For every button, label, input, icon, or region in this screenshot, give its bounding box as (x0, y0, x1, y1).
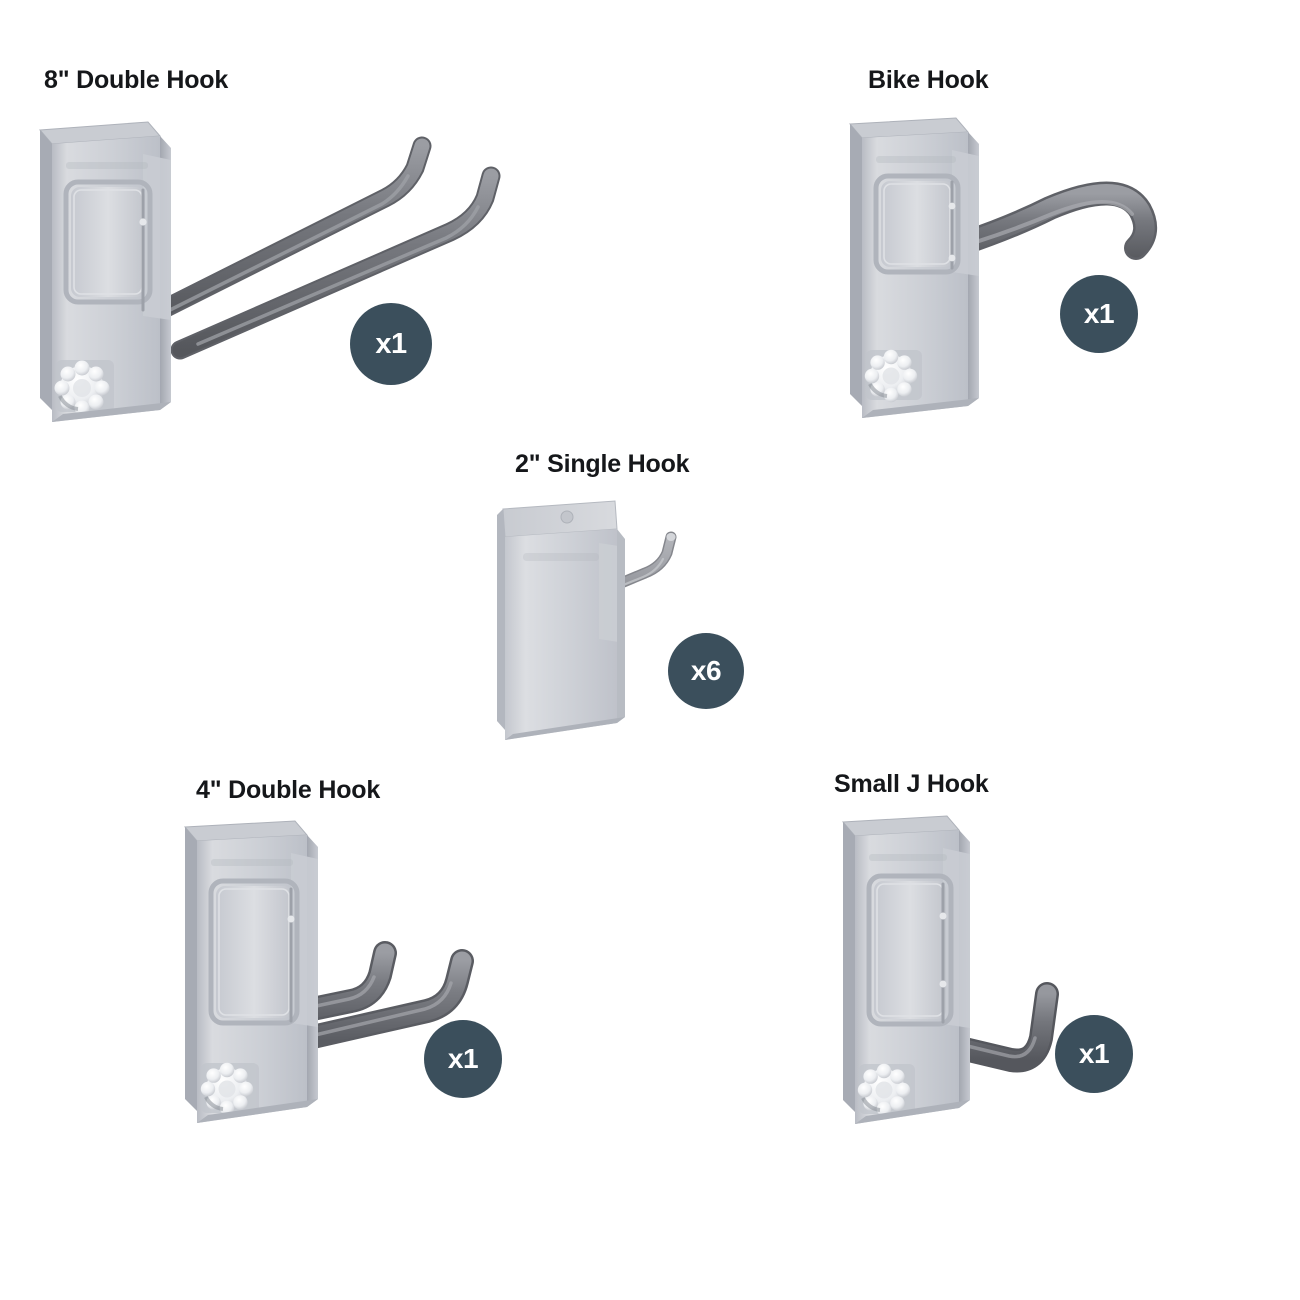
product-title-double-hook-8in: 8" Double Hook (44, 66, 229, 94)
quantity-badge-single-hook-2in: x6 (668, 633, 744, 709)
product-bike-hook: Bike Hook (820, 0, 1220, 460)
product-title-small-j-hook: Small J Hook (834, 770, 989, 798)
product-title-single-hook-2in: 2" Single Hook (515, 450, 690, 478)
product-title-double-hook-4in: 4" Double Hook (196, 776, 381, 804)
quantity-badge-double-hook-8in: x1 (350, 303, 432, 385)
quantity-badge-small-j-hook: x1 (1055, 1015, 1133, 1093)
product-title-bike-hook: Bike Hook (868, 66, 989, 94)
quantity-badge-bike-hook: x1 (1060, 275, 1138, 353)
quantity-badge-label: x1 (1078, 1038, 1110, 1069)
quantity-badge-label: x6 (690, 655, 722, 686)
product-image-double-hook-8in (30, 110, 520, 450)
product-image-small-j-hook (835, 812, 1165, 1137)
product-image-double-hook-4in (175, 815, 515, 1135)
product-double-hook-4in: 4" Double Hook (150, 750, 550, 1180)
product-double-hook-8in: 8" Double Hook (0, 0, 520, 460)
product-image-bike-hook (840, 110, 1200, 440)
quantity-badge-double-hook-4in: x1 (424, 1020, 502, 1098)
quantity-badge-label: x1 (1083, 298, 1115, 329)
product-single-hook-2in: 2" Single Hook (470, 430, 800, 760)
product-small-j-hook: Small J Hook (800, 750, 1200, 1180)
product-image-single-hook-2in (495, 495, 775, 760)
quantity-badge-label: x1 (375, 327, 407, 360)
quantity-badge-label: x1 (447, 1043, 479, 1074)
